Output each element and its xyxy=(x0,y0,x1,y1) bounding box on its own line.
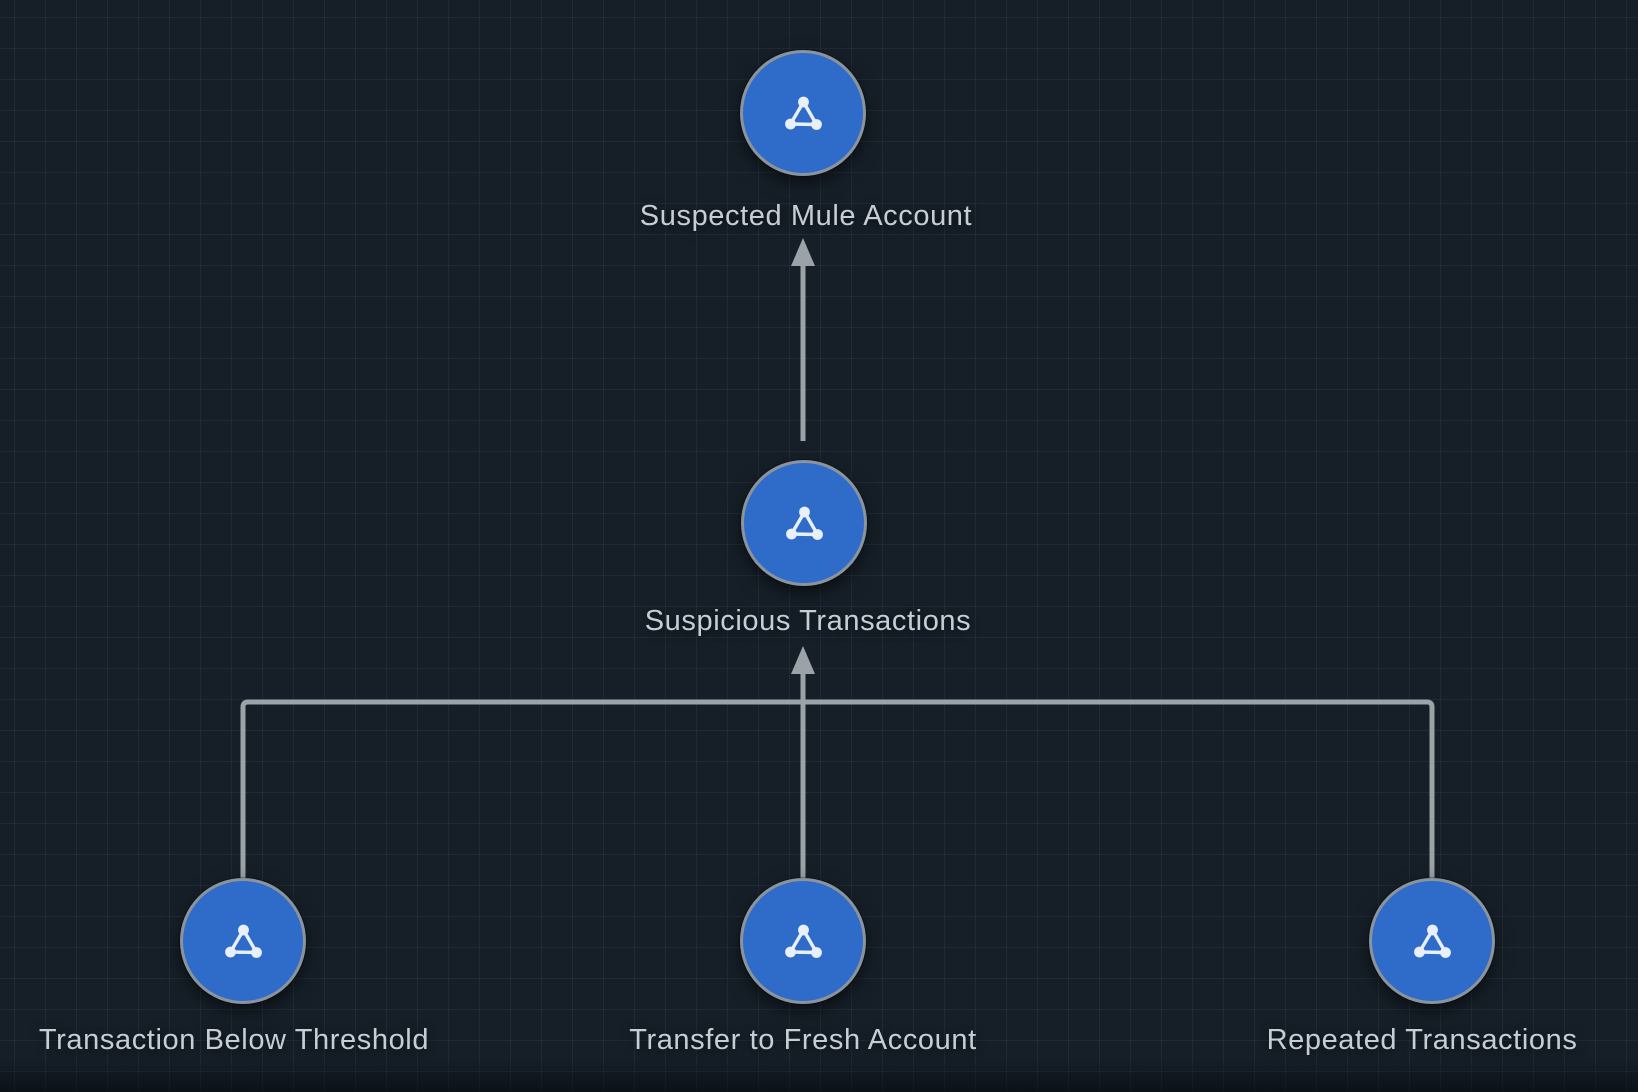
edge-trunk xyxy=(240,699,1435,878)
node-label-transfer-to-fresh-account: Transfer to Fresh Account xyxy=(629,1024,977,1056)
node-transfer-to-fresh-account[interactable] xyxy=(740,878,866,1004)
node-suspected-mule-account[interactable] xyxy=(740,50,866,176)
network-triangle-icon xyxy=(785,924,822,958)
node-suspicious-transactions[interactable] xyxy=(741,460,867,586)
node-circle xyxy=(180,878,306,1004)
node-label-repeated-transactions: Repeated Transactions xyxy=(1266,1024,1578,1056)
node-circle xyxy=(741,460,867,586)
node-circle xyxy=(740,50,866,176)
network-triangle-icon xyxy=(1414,924,1451,958)
network-triangle-icon xyxy=(225,924,262,958)
node-circle xyxy=(740,878,866,1004)
network-triangle-icon xyxy=(786,506,823,540)
node-repeated-transactions[interactable] xyxy=(1369,878,1495,1004)
node-label-suspected-mule-account: Suspected Mule Account xyxy=(639,200,973,232)
node-label-transaction-below-threshold: Transaction Below Threshold xyxy=(38,1024,430,1056)
node-label-suspicious-transactions: Suspicious Transactions xyxy=(644,605,972,637)
arrowhead-to-suspicious xyxy=(791,646,815,674)
arrowhead-to-mule xyxy=(791,238,815,266)
network-triangle-icon xyxy=(785,96,822,130)
node-transaction-below-threshold[interactable] xyxy=(180,878,306,1004)
node-circle xyxy=(1369,878,1495,1004)
